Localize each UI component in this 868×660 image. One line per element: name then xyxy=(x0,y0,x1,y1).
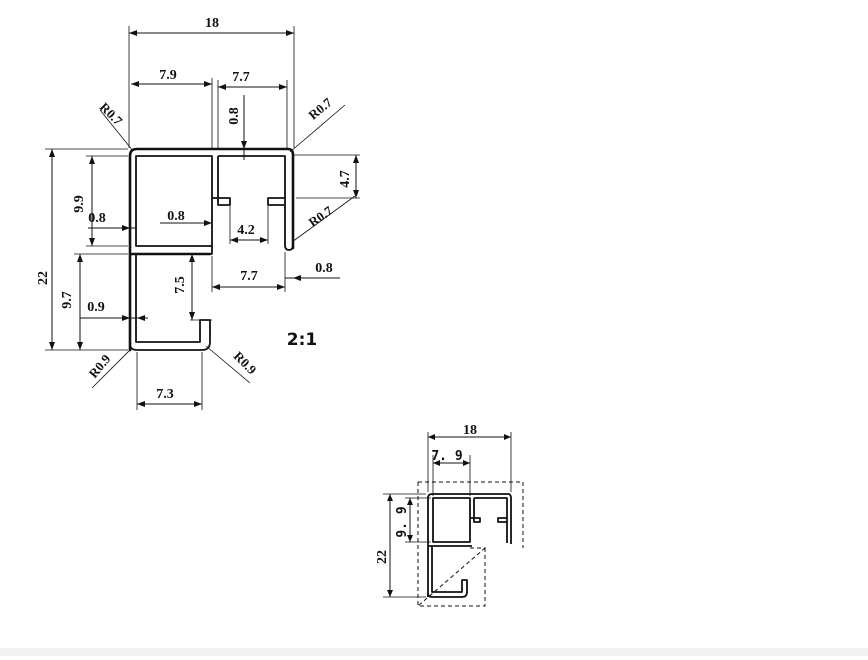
dim-top-right-width: 7.7 xyxy=(232,70,250,85)
dim-bottom-width: 7.3 xyxy=(156,387,174,402)
small-dim-upper-height: 9. 9 xyxy=(395,506,410,537)
dim-lower-right-wall: 0.8 xyxy=(315,261,333,276)
dim-overall-height: 22 xyxy=(36,271,51,285)
bottom-bar xyxy=(0,648,868,656)
dim-radius-bottom-right: R0.9 xyxy=(231,348,260,377)
large-profile-view: 18 7.9 7.7 0.8 R0.7 R0.7 4.7 R0.7 xyxy=(36,16,360,410)
dim-lower-right-width: 7.7 xyxy=(240,269,258,284)
small-profile-view: 18 7. 9 9. 9 22 xyxy=(375,423,524,607)
dim-inner-wall-left: 0.8 xyxy=(88,211,106,226)
dim-radius-top-right: R0.7 xyxy=(305,94,335,122)
dim-slot-width: 4.2 xyxy=(237,223,255,238)
dim-overall-width: 18 xyxy=(205,16,219,31)
dim-lower-height: 9.7 xyxy=(60,291,75,309)
dim-inner-wall-mid: 0.8 xyxy=(167,209,185,224)
dim-radius-top-left: R0.7 xyxy=(97,99,126,128)
small-dim-overall-height: 22 xyxy=(375,550,390,564)
dim-upper-height: 9.9 xyxy=(72,195,87,213)
scale-label: 2:1 xyxy=(287,330,317,350)
dim-top-left-width: 7.9 xyxy=(159,68,177,83)
dim-lower-wall: 0.9 xyxy=(87,300,105,315)
small-dim-top-left-width: 7. 9 xyxy=(431,449,462,464)
dim-radius-bottom-left: R0.9 xyxy=(86,351,114,381)
small-dim-overall-width: 18 xyxy=(463,423,477,438)
dim-lip-height: 7.5 xyxy=(173,276,188,294)
small-profile-outline xyxy=(427,493,512,598)
profile-outline xyxy=(128,147,295,352)
dim-top-wall: 0.8 xyxy=(227,107,242,125)
dim-radius-right-lip: R0.7 xyxy=(306,203,336,230)
dim-right-height: 4.7 xyxy=(338,170,353,188)
